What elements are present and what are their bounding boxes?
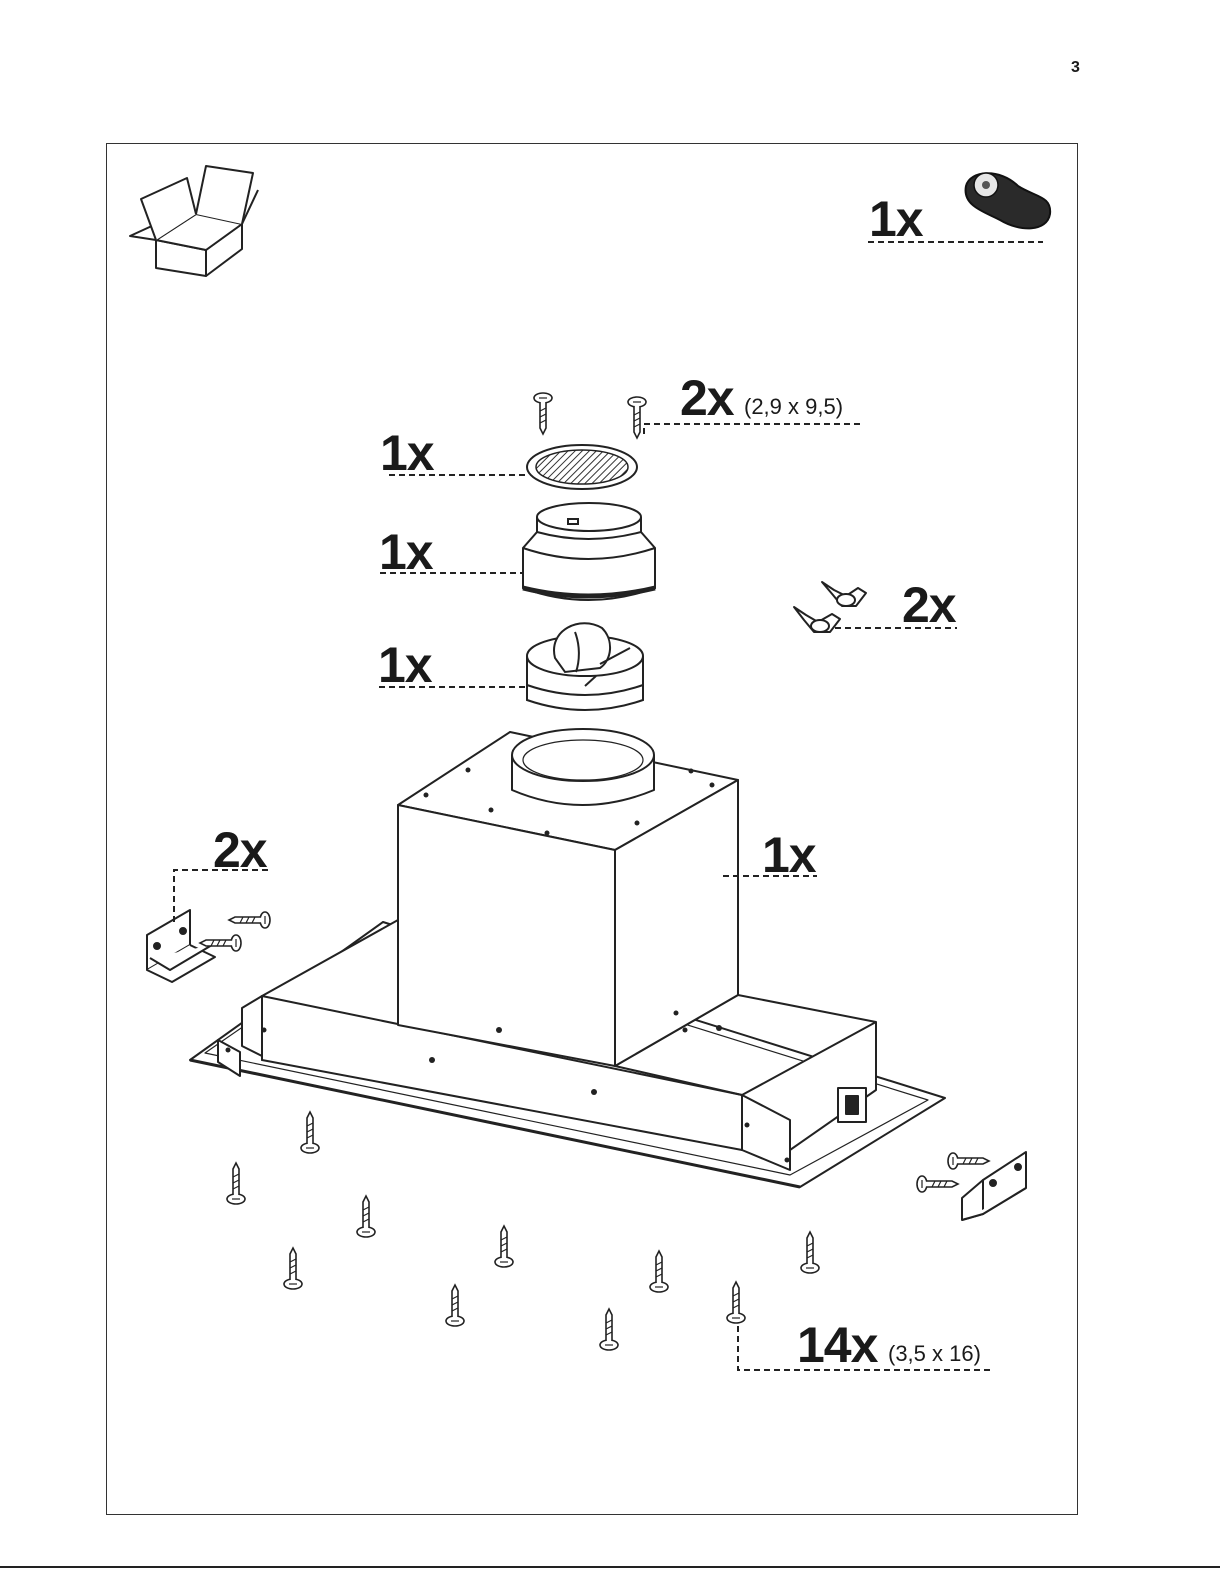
bracket-screw-left-1 (229, 912, 270, 928)
grille-image (527, 445, 637, 489)
grille-qty: 1x (380, 428, 434, 478)
small-screw-left (534, 393, 552, 434)
remote-qty: 1x (869, 194, 923, 244)
reducer-image (523, 503, 655, 600)
remote-control-image (966, 173, 1051, 228)
motor-unit-qty: 1x (762, 830, 816, 880)
wing-nuts-qty: 2x (902, 580, 956, 630)
backdraft-valve-image (527, 623, 643, 710)
wing-nuts-image (794, 582, 866, 632)
valve-qty: 1x (378, 640, 432, 690)
small-screws-qty: 2x (680, 373, 734, 423)
bracket-screw-right-1 (948, 1153, 989, 1169)
reducer-qty: 1x (379, 527, 433, 577)
small-screws-spec: (2,9 x 9,5) (744, 396, 843, 418)
bracket-screw-right-2 (917, 1176, 958, 1192)
hood-motor-unit-image (190, 729, 945, 1187)
brackets-qty: 2x (213, 825, 267, 875)
box-icon (130, 166, 258, 276)
large-screws-spec: (3,5 x 16) (888, 1343, 981, 1365)
large-screws-qty: 14x (797, 1320, 877, 1370)
